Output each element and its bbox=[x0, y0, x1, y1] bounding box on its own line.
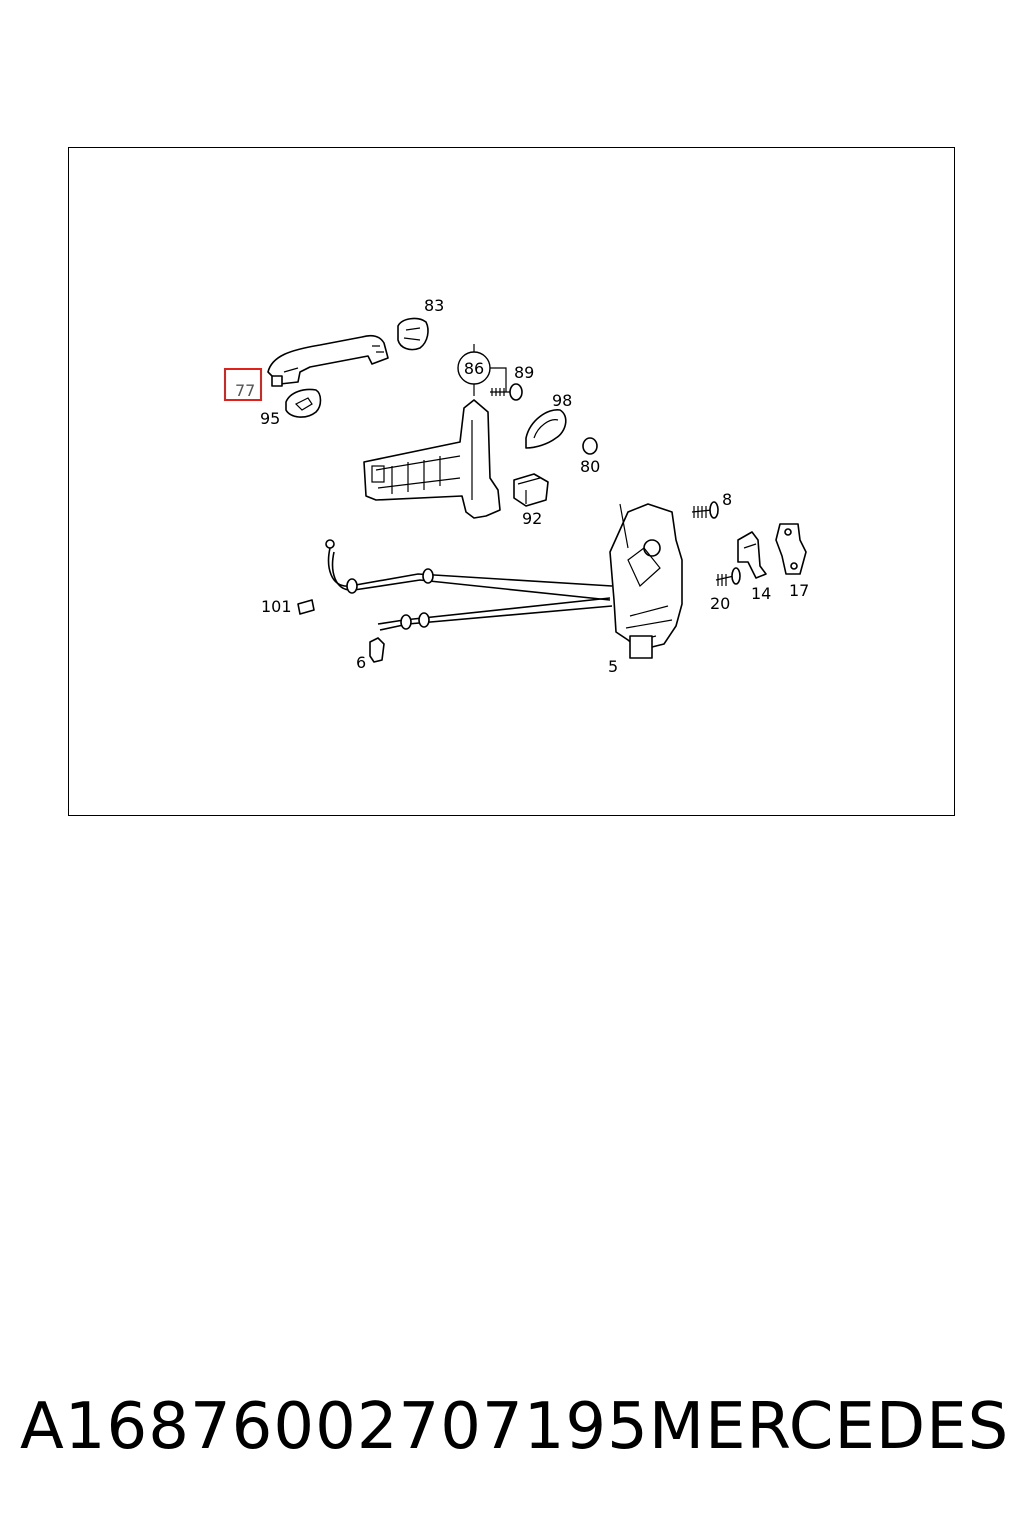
part-86-handle-carrier[interactable] bbox=[363, 344, 507, 519]
part-83-cylinder-cap[interactable] bbox=[397, 317, 429, 351]
callout-77[interactable]: 77 bbox=[235, 381, 255, 400]
brand-name: MERCEDES bbox=[648, 1390, 1010, 1464]
callout-80: 80 bbox=[580, 457, 600, 476]
callout-98: 98 bbox=[552, 391, 572, 410]
part-95-handle-cover[interactable] bbox=[285, 388, 322, 418]
callout-92: 92 bbox=[522, 509, 542, 528]
callout-17: 17 bbox=[789, 581, 809, 600]
callout-6: 6 bbox=[356, 653, 366, 672]
part-number: A16876002707195 bbox=[20, 1390, 649, 1464]
lock-cables bbox=[325, 539, 613, 631]
callout-86: 86 bbox=[464, 359, 484, 378]
part-89-screw[interactable] bbox=[490, 383, 523, 401]
part-101-cable-clip[interactable] bbox=[297, 599, 315, 615]
part-77-door-handle[interactable] bbox=[267, 334, 389, 387]
part-6-connector[interactable] bbox=[369, 637, 385, 663]
callout-83: 83 bbox=[424, 296, 444, 315]
part-17-plate[interactable] bbox=[775, 523, 807, 575]
callout-95: 95 bbox=[260, 409, 280, 428]
part-80-plug[interactable] bbox=[582, 437, 598, 455]
part-20-screw[interactable] bbox=[715, 567, 741, 586]
diagram-frame bbox=[68, 147, 955, 816]
highlight-box-77 bbox=[224, 368, 262, 401]
callout-101: 101 bbox=[261, 597, 292, 616]
part-98-gasket[interactable] bbox=[525, 409, 567, 449]
callout-5: 5 bbox=[608, 657, 618, 676]
footer: A16876002707195 MERCEDES bbox=[20, 1382, 1008, 1472]
callout-86-circle bbox=[457, 351, 491, 385]
callout-8: 8 bbox=[722, 490, 732, 509]
callout-89: 89 bbox=[514, 363, 534, 382]
part-92-clip[interactable] bbox=[513, 473, 549, 507]
part-14-striker[interactable] bbox=[737, 531, 767, 579]
callout-20: 20 bbox=[710, 594, 730, 613]
part-5-door-lock[interactable] bbox=[609, 503, 683, 659]
part-8-screw[interactable] bbox=[691, 501, 719, 519]
callout-14: 14 bbox=[751, 584, 771, 603]
